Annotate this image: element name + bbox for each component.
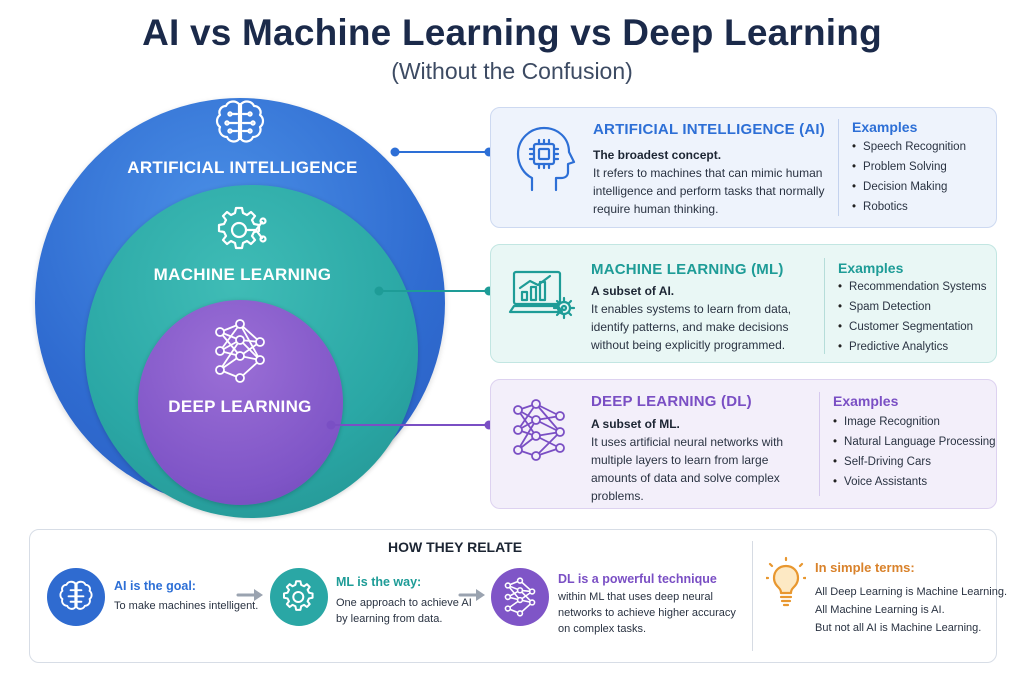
simple-terms-line: All Machine Learning is AI. bbox=[815, 604, 945, 616]
neural-network-icon bbox=[513, 399, 565, 461]
ml-examples-title: Examples bbox=[838, 260, 904, 276]
ai-examples-list: Speech Recognition Problem Solving Decis… bbox=[852, 137, 966, 217]
list-item: Problem Solving bbox=[852, 157, 966, 177]
ai-examples-title: Examples bbox=[852, 119, 918, 135]
list-item: Voice Assistants bbox=[833, 472, 996, 492]
head-chip-icon bbox=[516, 126, 576, 192]
list-item: Decision Making bbox=[852, 177, 966, 197]
list-item: Customer Segmentation bbox=[838, 317, 986, 337]
list-item: Spam Detection bbox=[838, 297, 986, 317]
list-item: Self-Driving Cars bbox=[833, 452, 996, 472]
ml-card-lead: A subset of AI. bbox=[591, 284, 675, 298]
arrow-right-icon bbox=[458, 589, 485, 601]
ai-card-lead: The broadest concept. bbox=[593, 148, 722, 162]
page-subtitle: (Without the Confusion) bbox=[391, 58, 633, 84]
dl-examples-list: Image Recognition Natural Language Proce… bbox=[833, 412, 996, 492]
ai-card-desc: It refers to machines that can mimic hum… bbox=[593, 166, 825, 216]
dl-card-lead: A subset of ML. bbox=[591, 417, 680, 431]
brain-icon bbox=[59, 580, 93, 610]
ai-goal-desc: To make machines intelligent. bbox=[114, 600, 259, 612]
lightbulb-icon bbox=[766, 556, 806, 607]
brain-icon bbox=[215, 100, 265, 143]
neural-network-icon bbox=[215, 319, 265, 383]
ml-card-divider bbox=[824, 258, 825, 354]
dl-card-divider bbox=[819, 392, 820, 496]
dl-technique-head: DL is a powerful technique bbox=[558, 572, 717, 586]
gear-network-icon bbox=[217, 206, 267, 250]
ml-card-title: MACHINE LEARNING (ML) bbox=[591, 261, 784, 278]
list-item: Predictive Analytics bbox=[838, 337, 986, 357]
list-item: Image Recognition bbox=[833, 412, 996, 432]
page-title: AI vs Machine Learning vs Deep Learning bbox=[142, 12, 882, 53]
dl-examples-title: Examples bbox=[833, 393, 899, 409]
list-item: Speech Recognition bbox=[852, 137, 966, 157]
ai-card-title: ARTIFICIAL INTELLIGENCE (AI) bbox=[593, 121, 825, 138]
ai-card-divider bbox=[838, 119, 839, 216]
arrow-right-icon bbox=[236, 589, 263, 601]
ml-examples-list: Recommendation Systems Spam Detection Cu… bbox=[838, 277, 986, 357]
list-item: Robotics bbox=[852, 197, 966, 217]
simple-terms-line: But not all AI is Machine Learning. bbox=[815, 622, 982, 634]
list-item: Natural Language Processing bbox=[833, 432, 996, 452]
ml-card-desc: It enables systems to learn from data,id… bbox=[591, 302, 792, 352]
ai-circle-label: ARTIFICIAL INTELLIGENCE bbox=[127, 158, 358, 177]
dl-circle bbox=[138, 300, 343, 505]
ml-circle-label: MACHINE LEARNING bbox=[153, 265, 332, 284]
ml-way-circle bbox=[270, 568, 328, 626]
simple-terms-head: In simple terms: bbox=[815, 560, 915, 575]
list-item: Recommendation Systems bbox=[838, 277, 986, 297]
relate-title: HOW THEY RELATE bbox=[388, 539, 523, 555]
ai-goal-head: AI is the goal: bbox=[114, 579, 196, 593]
gear-network-icon bbox=[283, 580, 314, 611]
dl-card-title: DEEP LEARNING (DL) bbox=[591, 393, 752, 410]
panel-divider bbox=[752, 541, 753, 651]
simple-terms-line: All Deep Learning is Machine Learning. bbox=[815, 586, 1008, 598]
ml-way-head: ML is the way: bbox=[336, 575, 422, 589]
neural-network-icon bbox=[504, 577, 536, 617]
dl-circle-label: DEEP LEARNING bbox=[168, 397, 312, 416]
laptop-chart-icon bbox=[508, 270, 576, 320]
